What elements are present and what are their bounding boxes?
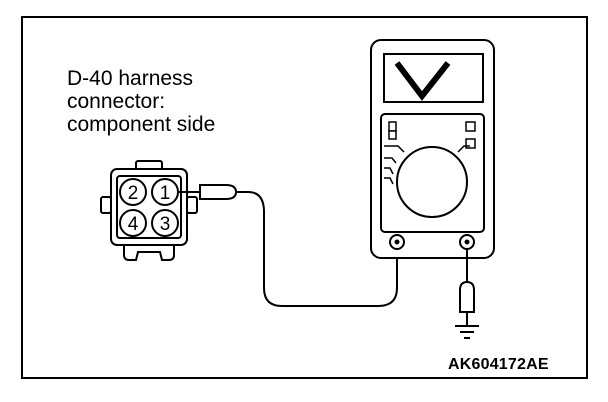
pin-4	[119, 209, 147, 237]
voltage-symbol-icon	[394, 61, 451, 101]
harness-connector	[100, 160, 198, 261]
figure-frame	[21, 16, 588, 379]
figure-id: AK604172AE	[448, 356, 549, 373]
connector-label: D-40 harness connector: component side	[67, 67, 215, 136]
connector-label-line-2: connector:	[67, 90, 166, 113]
pin-2	[119, 178, 147, 206]
test-lead	[236, 191, 398, 307]
pin-3	[151, 209, 179, 237]
multimeter	[370, 39, 495, 259]
pin-numbers: 2 1 4 3	[128, 183, 171, 235]
ground-icon	[455, 325, 479, 339]
mode-switch-right-top	[465, 121, 476, 132]
selector-dial	[396, 146, 468, 218]
mode-switch-right-bottom	[465, 138, 476, 149]
pin-4-label: 4	[128, 214, 139, 235]
connector-label-line-3: component side	[67, 113, 216, 136]
mode-switch-left	[388, 121, 397, 132]
connector-pins	[119, 178, 179, 237]
pin-2-label: 2	[128, 183, 139, 204]
pin-3-label: 3	[160, 214, 171, 235]
connector-label-line-1: D-40 harness	[67, 67, 194, 90]
pin-1-label: 1	[160, 183, 171, 204]
ground-lead	[459, 249, 475, 326]
